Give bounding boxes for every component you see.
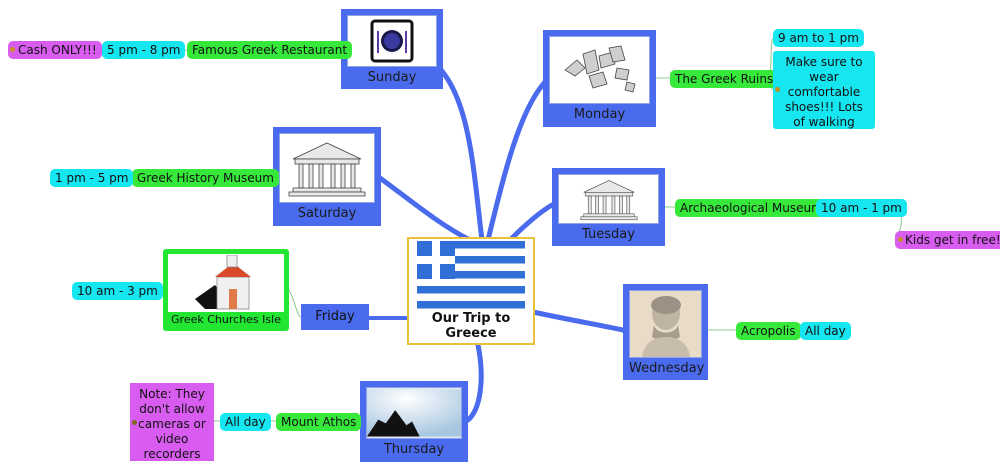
note-sunday[interactable]: Cash ONLY!!! xyxy=(8,41,102,59)
day-node-thursday[interactable]: Thursday xyxy=(360,381,468,462)
day-label-saturday: Saturday xyxy=(297,206,357,221)
day-label-sunday: Sunday xyxy=(367,70,417,85)
activity-thursday[interactable]: Mount Athos xyxy=(276,413,362,431)
day-label-thursday: Thursday xyxy=(383,442,445,457)
note-link-dot xyxy=(10,47,15,52)
branch-tuesday xyxy=(507,202,555,243)
day-label-monday: Monday xyxy=(573,107,626,122)
activity-tuesday[interactable]: Archaeological Museum xyxy=(675,199,828,217)
note-link-dot xyxy=(775,87,780,92)
note-monday[interactable]: Make sure to wear comfortable shoes!!! L… xyxy=(773,51,875,129)
time-monday[interactable]: 9 am to 1 pm xyxy=(773,29,864,47)
day-node-saturday[interactable]: Saturday xyxy=(273,127,381,226)
branch-wednesday xyxy=(530,309,626,333)
time-friday[interactable]: 10 am - 3 pm xyxy=(72,282,163,300)
ruins-icon xyxy=(563,45,635,93)
day-node-monday[interactable]: Monday xyxy=(543,30,656,127)
temple-icon xyxy=(288,142,366,197)
day-label-wednesday: Wednesday xyxy=(629,361,705,376)
day-node-wednesday[interactable]: Wednesday xyxy=(623,284,708,380)
greek-flag-icon xyxy=(417,241,525,309)
day-label-tuesday: Tuesday xyxy=(582,227,635,242)
day-node-sunday[interactable]: Sunday xyxy=(341,9,443,89)
temple-icon xyxy=(580,180,637,221)
central-title: Our Trip to Greece xyxy=(431,311,511,341)
note-link-dot xyxy=(132,420,137,425)
activity-sunday[interactable]: Famous Greek Restaurant xyxy=(187,41,353,59)
day-label-friday[interactable]: Friday xyxy=(301,304,369,330)
central-topic[interactable]: Our Trip to Greece xyxy=(407,237,535,345)
time-thursday[interactable]: All day xyxy=(220,413,271,431)
time-tuesday[interactable]: 10 am - 1 pm xyxy=(816,199,907,217)
activity-wednesday[interactable]: Acropolis xyxy=(736,322,801,340)
church-icon xyxy=(195,255,251,310)
branch-thursday xyxy=(465,342,484,423)
note-tuesday[interactable]: Kids get in free! xyxy=(895,231,1000,249)
bust-statue-icon xyxy=(633,291,698,357)
note-link-dot xyxy=(898,237,903,242)
activity-friday-card[interactable]: Greek Churches Isle xyxy=(163,249,289,331)
plate-cutlery-icon xyxy=(370,19,414,63)
branch-monday xyxy=(485,79,548,243)
activity-friday: Greek Churches Isle xyxy=(171,313,281,326)
activity-monday[interactable]: The Greek Ruins xyxy=(670,70,779,88)
activity-saturday[interactable]: Greek History Museum xyxy=(132,169,279,187)
branch-saturday xyxy=(377,175,473,243)
day-node-tuesday[interactable]: Tuesday xyxy=(552,168,665,246)
note-thursday[interactable]: Note: They don't allow cameras or video … xyxy=(130,383,214,461)
mountain-icon xyxy=(367,389,461,437)
time-sunday[interactable]: 5 pm - 8 pm xyxy=(102,41,186,59)
time-wednesday[interactable]: All day xyxy=(800,322,851,340)
time-saturday[interactable]: 1 pm - 5 pm xyxy=(50,169,134,187)
